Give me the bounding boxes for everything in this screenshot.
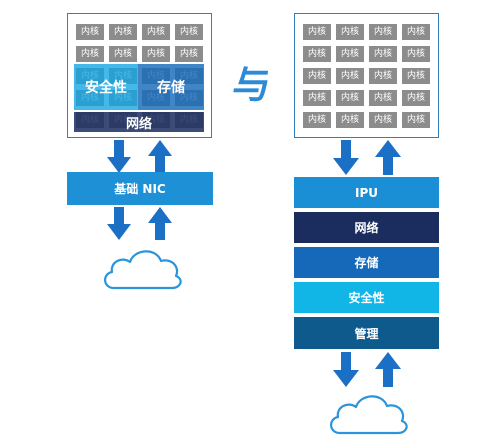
left-up-arrow-upper	[148, 140, 172, 173]
ipu-storage-label: 存储	[354, 256, 379, 270]
right-server-box: 内核内核内核内核内核内核内核内核内核内核内核内核内核内核内核内核内核内核内核内核	[294, 13, 439, 138]
right-core-0-1: 内核	[336, 24, 364, 40]
left-core-1-1: 内核	[109, 46, 137, 62]
ipu-label: IPU	[354, 185, 378, 200]
left-up-arrow-lower	[148, 207, 172, 240]
ipu-security-label: 安全性	[348, 291, 385, 305]
right-core-4-2: 内核	[369, 112, 397, 128]
left-core-1-3: 内核	[175, 46, 203, 62]
left-core-0-2: 内核	[142, 24, 170, 40]
right-core-2-3: 内核	[402, 68, 430, 84]
right-core-4-3: 内核	[402, 112, 430, 128]
left-cloud-icon	[104, 250, 182, 290]
basic-nic-label: 基础 NIC	[114, 182, 166, 196]
left-core-0-0: 内核	[76, 24, 104, 40]
right-core-3-1: 内核	[336, 90, 364, 106]
ipu-management-label: 管理	[354, 326, 379, 341]
connector-glyph: 与	[230, 63, 273, 107]
left-storage-label: 存储	[157, 80, 185, 96]
ipu-management-bar: 管理	[294, 317, 439, 349]
right-core-0-0: 内核	[303, 24, 331, 40]
left-down-arrow-upper	[107, 140, 131, 173]
right-up-arrow-upper	[375, 140, 401, 175]
right-core-1-1: 内核	[336, 46, 364, 62]
right-core-1-0: 内核	[303, 46, 331, 62]
left-server-box: 内核内核内核内核内核内核内核内核内核内核内核内核内核内核内核内核内核内核内核内核…	[67, 13, 212, 138]
right-core-4-0: 内核	[303, 112, 331, 128]
ipu-security-bar: 安全性	[294, 282, 439, 313]
left-network-label: 网络	[125, 116, 152, 132]
right-core-0-3: 内核	[402, 24, 430, 40]
right-core-3-2: 内核	[369, 90, 397, 106]
right-core-4-1: 内核	[336, 112, 364, 128]
left-security-overlay: 安全性	[74, 64, 138, 110]
ipu-storage-bar: 存储	[294, 247, 439, 278]
right-cloud-icon	[330, 395, 408, 435]
ipu-network-label: 网络	[354, 221, 379, 235]
basic-nic-bar: 基础 NIC	[67, 172, 213, 205]
right-core-3-3: 内核	[402, 90, 430, 106]
left-core-0-1: 内核	[109, 24, 137, 40]
right-core-1-2: 内核	[369, 46, 397, 62]
left-security-label: 安全性	[85, 80, 127, 96]
right-core-1-3: 内核	[402, 46, 430, 62]
ipu-network-bar: 网络	[294, 212, 439, 243]
left-core-1-2: 内核	[142, 46, 170, 62]
right-core-2-2: 内核	[369, 68, 397, 84]
ipu-bar: IPU	[294, 177, 439, 208]
right-down-arrow-lower	[333, 352, 359, 387]
left-storage-overlay: 存储	[138, 64, 204, 110]
right-down-arrow-upper	[333, 140, 359, 175]
left-core-1-0: 内核	[76, 46, 104, 62]
right-core-0-2: 内核	[369, 24, 397, 40]
right-core-2-0: 内核	[303, 68, 331, 84]
left-down-arrow-lower	[107, 207, 131, 240]
left-core-0-3: 内核	[175, 24, 203, 40]
right-core-3-0: 内核	[303, 90, 331, 106]
left-network-overlay: 网络	[74, 112, 204, 132]
right-core-2-1: 内核	[336, 68, 364, 84]
right-up-arrow-lower	[375, 352, 401, 387]
